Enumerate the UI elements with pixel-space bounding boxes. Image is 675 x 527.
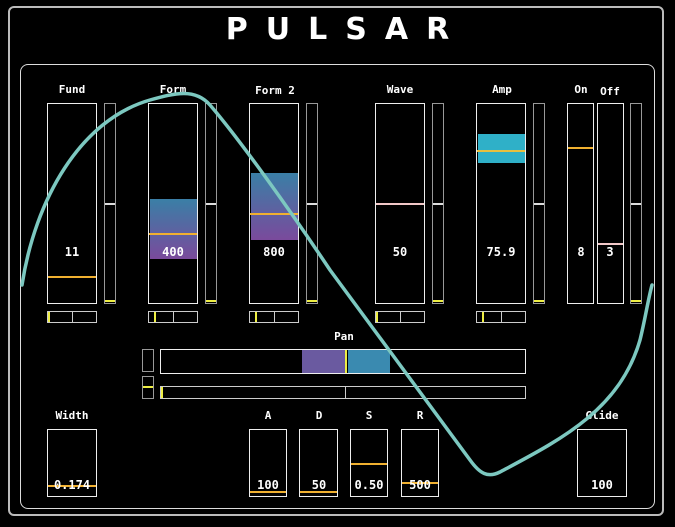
form-slider[interactable] [148, 103, 198, 304]
form2-label: Form 2 [255, 84, 295, 97]
release-label: R [416, 409, 424, 422]
form-marker [149, 233, 197, 235]
fund-slider[interactable] [47, 103, 97, 304]
fund-value: 11 [64, 245, 80, 259]
side-meter[interactable] [630, 103, 642, 304]
wave-value: 50 [392, 245, 408, 259]
side-meter[interactable] [104, 103, 116, 304]
form-range [150, 199, 197, 259]
glide-value: 100 [591, 478, 613, 492]
wave-marker [376, 203, 424, 205]
pan-mode-marker [143, 386, 153, 388]
side-meter[interactable] [432, 103, 444, 304]
sustain-slider[interactable] [350, 429, 388, 497]
window-frame [8, 6, 664, 516]
on-marker [568, 147, 593, 149]
amp-range [478, 134, 525, 163]
width-marker [48, 485, 96, 487]
side-meter-center [433, 203, 443, 205]
pan-slider[interactable] [160, 349, 526, 374]
amp-marker [477, 150, 525, 152]
pan-center-divider [345, 386, 346, 399]
mode-segment[interactable] [173, 311, 198, 323]
side-meter-center [206, 203, 216, 205]
attack-label: A [264, 409, 272, 422]
width-slider[interactable] [47, 429, 97, 497]
amp-slider[interactable] [476, 103, 526, 304]
side-meter[interactable] [306, 103, 318, 304]
off-value: 3 [606, 245, 614, 259]
on-label: On [574, 83, 588, 96]
wave-slider[interactable] [375, 103, 425, 304]
app-title: PULSAR [225, 12, 468, 47]
pan-range-right [348, 350, 390, 373]
fund-marker [48, 276, 96, 278]
side-meter-marker [206, 300, 216, 302]
release-slider[interactable] [401, 429, 439, 497]
mode-segment[interactable] [274, 311, 299, 323]
mode-marker [482, 312, 484, 322]
attack-marker [250, 491, 286, 493]
sustain-value: 0.50 [354, 478, 384, 492]
waveform-line [20, 91, 654, 477]
off-slider[interactable] [597, 103, 624, 304]
on-slider[interactable] [567, 103, 594, 304]
form-value: 400 [162, 245, 184, 259]
form2-value: 800 [263, 245, 285, 259]
mode-segment[interactable] [400, 311, 425, 323]
mode-segment[interactable] [501, 311, 526, 323]
decay-label: D [315, 409, 323, 422]
side-meter-marker [307, 300, 317, 302]
pan-mode-box-bottom[interactable] [142, 376, 154, 399]
mode-marker [154, 312, 156, 322]
sustain-marker [351, 463, 387, 465]
off-marker [598, 243, 623, 245]
side-meter-center [534, 203, 544, 205]
width-label: Width [55, 409, 89, 422]
side-meter-marker [534, 300, 544, 302]
amp-label: Amp [492, 83, 512, 96]
on-value: 8 [577, 245, 585, 259]
control-panel [20, 64, 655, 509]
attack-value: 100 [257, 478, 279, 492]
side-meter-center [631, 203, 641, 205]
pan-marker [345, 350, 347, 373]
release-marker [402, 482, 438, 484]
side-meter-marker [433, 300, 443, 302]
mode-segment[interactable] [72, 311, 97, 323]
fund-label: Fund [58, 83, 86, 96]
mode-marker [255, 312, 257, 322]
sustain-label: S [365, 409, 373, 422]
release-value: 500 [409, 478, 431, 492]
decay-marker [300, 491, 337, 493]
pan-secondary-marker [161, 387, 163, 398]
side-meter[interactable] [533, 103, 545, 304]
form2-range [251, 173, 298, 240]
wave-label: Wave [386, 83, 414, 96]
attack-slider[interactable] [249, 429, 287, 497]
form2-slider[interactable] [249, 103, 299, 304]
glide-slider[interactable] [577, 429, 627, 497]
pan-mode-box-top[interactable] [142, 349, 154, 372]
amp-value: 75.9 [486, 245, 516, 259]
side-meter-center [105, 203, 115, 205]
mode-marker [48, 312, 50, 322]
decay-slider[interactable] [299, 429, 338, 497]
side-meter-center [307, 203, 317, 205]
decay-value: 50 [311, 478, 327, 492]
mode-marker [376, 312, 378, 322]
pan-secondary-slider[interactable] [160, 386, 526, 399]
side-meter-marker [105, 300, 115, 302]
pan-range-left [302, 350, 345, 373]
form2-marker [250, 213, 298, 215]
off-label: Off [600, 85, 620, 98]
pan-label: Pan [334, 330, 354, 343]
width-value: 0.174 [53, 478, 91, 492]
side-meter-marker [631, 300, 641, 302]
